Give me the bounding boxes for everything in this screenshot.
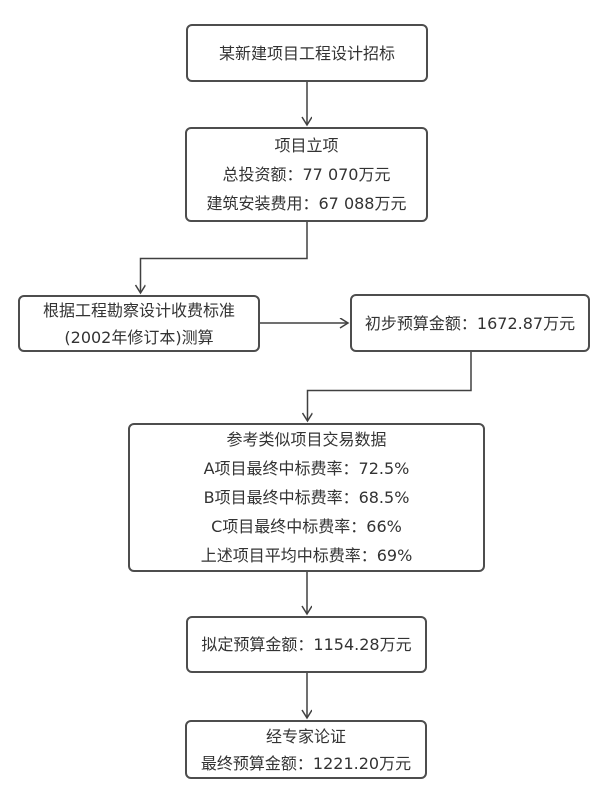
node-fee-standard: 根据工程勘察设计收费标准 (2002年修订本)测算 — [18, 295, 260, 352]
final-budget-value: 最终预算金额：1221.20万元 — [200, 753, 412, 773]
node-proposed-budget: 拟定预算金额：1154.28万元 — [186, 616, 427, 673]
node-fee-standard-line2: (2002年修订本)测算 — [64, 327, 214, 347]
construction-installation-cost-value: 建筑安装费用：67 088万元 — [206, 194, 407, 213]
node-final-budget: 经专家论证 最终预算金额：1221.20万元 — [185, 720, 427, 779]
node-project-approval: 项目立项 总投资额：77 070万元 建筑安装费用：67 088万元 — [185, 127, 428, 222]
node-design-bidding-title: 某新建项目工程设计招标 — [218, 43, 395, 63]
node-preliminary-budget: 初步预算金额：1672.87万元 — [350, 294, 590, 352]
project-b-winning-rate: B项目最终中标费率：68.5% — [203, 488, 410, 507]
average-winning-rate: 上述项目平均中标费率：69% — [200, 546, 413, 565]
total-investment-value: 总投资额：77 070万元 — [222, 165, 391, 184]
arrow-preliminary-to-reference — [308, 352, 472, 420]
preliminary-budget-value: 初步预算金额：1672.87万元 — [364, 313, 576, 333]
proposed-budget-value: 拟定预算金额：1154.28万元 — [201, 635, 412, 654]
project-c-winning-rate: C项目最终中标费率：66% — [211, 517, 402, 536]
arrow-approval-to-standard — [141, 222, 308, 292]
node-similar-project-data: 参考类似项目交易数据 A项目最终中标费率：72.5% B项目最终中标费率：68.… — [128, 423, 485, 572]
node-fee-standard-line1: 根据工程勘察设计收费标准 — [42, 300, 235, 320]
node-similar-project-data-title: 参考类似项目交易数据 — [226, 430, 387, 449]
project-a-winning-rate: A项目最终中标费率：72.5% — [203, 459, 410, 478]
node-project-approval-title: 项目立项 — [274, 136, 339, 155]
node-design-bidding: 某新建项目工程设计招标 — [186, 24, 428, 82]
expert-review-label: 经专家论证 — [265, 726, 346, 746]
